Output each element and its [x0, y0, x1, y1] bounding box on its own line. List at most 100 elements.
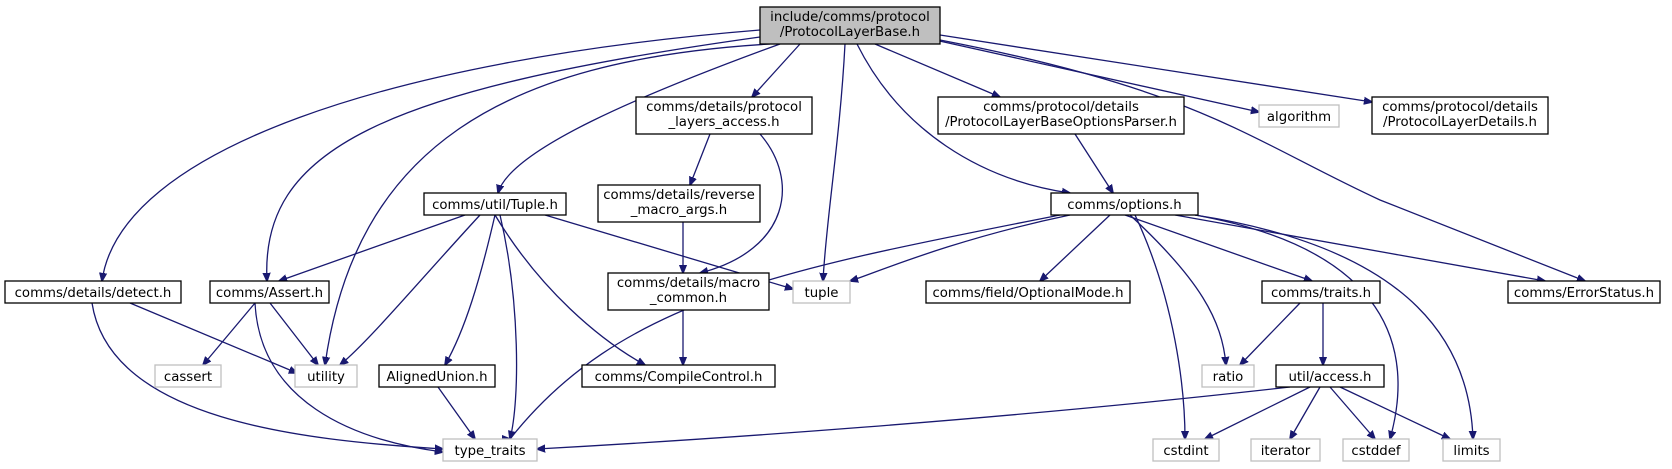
node-label: limits: [1453, 444, 1489, 459]
node-label: utility: [307, 370, 345, 385]
node-label: cstdint: [1163, 444, 1208, 459]
edge-detect-to-type_traits: [91, 302, 443, 449]
node-options[interactable]: comms/options.h: [1050, 192, 1199, 216]
node-cstddef: cstddef: [1342, 438, 1410, 462]
node-error-status[interactable]: comms/ErrorStatus.h: [1507, 280, 1661, 304]
edge-root-to-algorithm: [934, 39, 1259, 112]
node-box: [937, 96, 1185, 135]
node-label: comms/field/OptionalMode.h: [932, 286, 1123, 301]
edge-tuple_h-to-utility: [340, 214, 481, 365]
node-box: [759, 6, 941, 45]
edge-access-to-limits: [1339, 386, 1450, 439]
node-label: comms/protocol/details: [1382, 100, 1538, 115]
node-box: [294, 364, 358, 388]
edge-opts_parser-to-options: [1074, 133, 1113, 193]
node-label: comms/ErrorStatus.h: [1514, 286, 1654, 301]
node-assert[interactable]: comms/Assert.h: [209, 280, 330, 304]
edge-options-to-type_traits: [510, 214, 1061, 439]
dependency-edges: [91, 29, 1585, 452]
edge-root-to-layers_access: [752, 43, 801, 97]
node-label: comms/details/reverse: [603, 188, 755, 203]
node-label: _layers_access.h: [667, 115, 779, 130]
node-layers-access[interactable]: comms/details/protocol_layers_access.h: [635, 96, 813, 135]
edge-assert-to-cassert: [203, 302, 256, 365]
edge-layers_access-to-macro_common: [700, 133, 783, 273]
node-box: [597, 184, 761, 223]
node-opts-parser[interactable]: comms/protocol/details/ProtocolLayerBase…: [937, 96, 1185, 135]
edge-access-to-iterator: [1290, 386, 1321, 439]
edge-options-to-cstddef: [1194, 214, 1399, 439]
node-compile-control[interactable]: comms/CompileControl.h: [581, 364, 776, 388]
edge-options-to-ratio: [1129, 214, 1226, 365]
edge-options-to-error_status: [1174, 214, 1545, 281]
node-label: AlignedUnion.h: [386, 370, 487, 385]
node-box: [209, 280, 330, 304]
node-box: [154, 364, 222, 388]
edge-aligned_union-to-type_traits: [437, 386, 475, 439]
node-cassert: cassert: [154, 364, 222, 388]
node-label: include/comms/protocol: [770, 10, 930, 25]
node-utility: utility: [294, 364, 358, 388]
node-box: [1201, 364, 1255, 388]
file-nodes: include/comms/protocol/ProtocolLayerBase…: [4, 6, 1661, 462]
edge-tuple_h-to-type_traits: [499, 214, 518, 439]
edge-root-to-tuple_h: [498, 43, 781, 193]
node-label: comms/protocol/details: [983, 100, 1139, 115]
node-iterator: iterator: [1250, 438, 1321, 462]
edge-root-to-opts_parser: [874, 43, 1000, 97]
node-box: [635, 96, 813, 135]
node-macro-common[interactable]: comms/details/macro_common.h: [607, 272, 770, 311]
edge-assert-to-type_traits: [254, 302, 443, 452]
edge-access-to-type_traits: [537, 386, 1291, 449]
edge-root-to-options: [856, 43, 1070, 193]
node-box: [442, 438, 538, 462]
edge-tuple_h-to-aligned_union: [445, 214, 496, 365]
edge-options-to-tuple: [850, 214, 1071, 281]
edge-access-to-cstddef: [1329, 386, 1375, 439]
node-traits[interactable]: comms/traits.h: [1261, 280, 1381, 304]
node-label: algorithm: [1267, 110, 1331, 125]
edge-options-to-cstdint: [1134, 214, 1185, 439]
node-algorithm: algorithm: [1258, 104, 1340, 128]
node-box: [423, 192, 567, 216]
node-root[interactable]: include/comms/protocol/ProtocolLayerBase…: [759, 6, 941, 45]
node-box: [607, 272, 770, 311]
node-label: comms/details/detect.h: [15, 286, 172, 301]
node-box: [1442, 438, 1501, 462]
node-reverse-macro[interactable]: comms/details/reverse_macro_args.h: [597, 184, 761, 223]
node-label: cassert: [164, 370, 212, 385]
node-label: type_traits: [454, 444, 525, 459]
node-layer-details[interactable]: comms/protocol/details/ProtocolLayerDeta…: [1371, 96, 1549, 135]
edge-tuple_h-to-assert: [279, 214, 466, 281]
edge-assert-to-utility: [269, 302, 318, 365]
edge-options-to-traits: [1124, 214, 1312, 281]
edge-root-to-layer_details: [939, 34, 1372, 102]
node-label: comms/options.h: [1067, 198, 1181, 213]
node-label: /ProtocolLayerDetails.h: [1383, 115, 1537, 130]
edge-root-to-detect: [102, 29, 761, 281]
node-box: [1371, 96, 1549, 135]
node-box: [378, 364, 496, 388]
node-label: comms/details/protocol: [646, 100, 802, 115]
node-box: [1261, 280, 1381, 304]
node-label: comms/CompileControl.h: [595, 370, 763, 385]
node-optional-mode[interactable]: comms/field/OptionalMode.h: [925, 280, 1131, 304]
node-detect[interactable]: comms/details/detect.h: [4, 280, 182, 304]
edge-options-to-optional_mode: [1040, 214, 1111, 281]
edge-tuple_h-to-compile_control: [494, 214, 645, 365]
node-label: /ProtocolLayerBase.h: [780, 25, 920, 40]
node-access[interactable]: util/access.h: [1275, 364, 1385, 388]
node-tuple-h[interactable]: comms/util/Tuple.h: [423, 192, 567, 216]
node-type-traits: type_traits: [442, 438, 538, 462]
edge-root-to-error_status: [939, 39, 1585, 281]
node-label: iterator: [1261, 444, 1311, 459]
edge-detect-to-utility: [129, 302, 297, 373]
node-box: [1258, 104, 1340, 128]
node-label: comms/util/Tuple.h: [432, 198, 558, 213]
node-aligned-union[interactable]: AlignedUnion.h: [378, 364, 496, 388]
node-label: tuple: [805, 286, 839, 301]
node-label: /ProtocolLayerBaseOptionsParser.h: [945, 115, 1177, 130]
node-label: comms/Assert.h: [216, 286, 323, 301]
edge-layers_access-to-reverse_macro: [690, 133, 711, 185]
node-box: [925, 280, 1131, 304]
